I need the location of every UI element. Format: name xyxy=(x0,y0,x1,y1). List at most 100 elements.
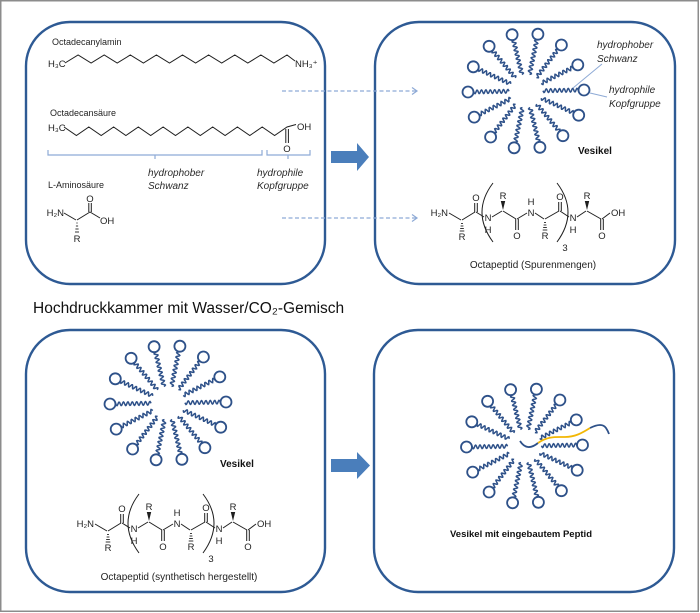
lipid xyxy=(540,438,589,452)
lipid xyxy=(540,58,585,86)
acid-carbonyl-oxygen: O xyxy=(283,144,290,155)
lipid xyxy=(126,415,158,456)
tail-annotation-line2: Schwanz xyxy=(597,54,638,65)
lipid xyxy=(539,452,584,477)
vesicle-with-peptide-label: Vesikel mit eingebautem Peptid xyxy=(450,529,592,540)
tail-region-label-line1: hydrophober xyxy=(148,168,205,179)
lipid-head xyxy=(213,370,227,384)
lipid-tail xyxy=(133,361,159,391)
head-annotation-line2: Kopfgruppe xyxy=(609,99,661,110)
bond xyxy=(516,212,528,220)
lipid xyxy=(169,418,189,466)
peptide-caption-synthetic: Octapeptid (synthetisch hergestellt) xyxy=(101,572,258,583)
lipid xyxy=(169,339,187,388)
lipid xyxy=(535,103,570,143)
peptide-end-segment xyxy=(519,440,539,448)
head-brace xyxy=(266,150,311,159)
lipid-tail xyxy=(169,351,181,388)
lipid xyxy=(184,395,233,409)
lipid xyxy=(527,106,547,154)
bottom-left-vesicle xyxy=(103,339,233,467)
repeat-bracket-close xyxy=(556,182,569,243)
lipid-head xyxy=(504,383,518,397)
lipid-tail xyxy=(177,415,203,445)
lipid-head xyxy=(103,397,117,411)
lipid-tail xyxy=(511,461,523,498)
section-title: Hochdruckkammer mit Wasser/CO₂-Gemisch xyxy=(33,300,344,317)
lipid xyxy=(147,340,167,388)
lipid xyxy=(484,103,516,144)
lipid-head xyxy=(530,382,543,396)
lipid-tail xyxy=(533,458,560,488)
atom-label: R xyxy=(188,542,195,553)
tail-brace xyxy=(47,150,263,159)
lipid-tail xyxy=(527,106,541,143)
bond xyxy=(534,212,545,220)
peptide-inserted-segment xyxy=(537,427,591,444)
lipid-tail xyxy=(526,461,540,498)
lipid xyxy=(109,408,154,436)
lipid xyxy=(536,38,568,79)
lipid xyxy=(182,409,228,434)
bond xyxy=(107,522,122,532)
lipid xyxy=(540,97,586,122)
atom-label: H xyxy=(174,508,181,519)
acid-carbon-chain xyxy=(63,124,297,137)
lipid xyxy=(504,383,523,431)
lipid xyxy=(149,418,167,467)
acid-hydroxyl: OH xyxy=(297,122,311,133)
lipid-head xyxy=(570,463,584,477)
atom-label: N xyxy=(528,208,535,219)
lipid-head xyxy=(569,413,583,427)
atom-label: O xyxy=(118,504,125,515)
lipid-tail xyxy=(535,103,561,133)
bond xyxy=(190,521,206,531)
head-region-label-line2: Kopfgruppe xyxy=(257,181,309,192)
lipid xyxy=(124,351,159,391)
atom-label: R xyxy=(584,191,591,202)
atom-label: H₂N xyxy=(77,519,95,530)
lipid xyxy=(182,370,227,398)
amine-label: Octadecanylamin xyxy=(52,37,122,47)
bond xyxy=(502,210,517,220)
bond xyxy=(576,210,587,218)
lipid-head xyxy=(507,141,521,155)
lipid-tail xyxy=(153,351,167,388)
bond xyxy=(137,521,149,529)
tail-region-label-line2: Schwanz xyxy=(148,181,189,192)
lipid-head xyxy=(461,85,475,99)
repeat-count: 3 xyxy=(562,243,567,254)
atom-label: N xyxy=(485,213,492,224)
lipid xyxy=(534,393,567,434)
lipid-head xyxy=(126,442,140,456)
lipid-head xyxy=(196,350,210,364)
bond xyxy=(247,523,257,531)
lipid xyxy=(533,458,568,498)
lipid-head xyxy=(467,110,481,124)
bond xyxy=(89,211,101,219)
atom-label: H xyxy=(570,225,577,236)
hashed-bond xyxy=(188,533,194,542)
lipid-head xyxy=(571,58,585,72)
lipid-tail xyxy=(534,403,558,434)
lipid xyxy=(178,350,210,391)
lipid-head xyxy=(173,339,187,353)
lipid-tail xyxy=(182,409,217,426)
atom-label: O xyxy=(244,542,251,553)
lipid-head xyxy=(484,130,498,144)
lipid xyxy=(460,440,509,454)
lipid xyxy=(506,461,523,510)
lipid xyxy=(466,451,510,479)
lipid-tail xyxy=(539,420,573,441)
repeat-bracket-open xyxy=(481,182,494,243)
atom-label: O xyxy=(159,542,166,553)
lipid xyxy=(526,461,545,509)
lipid-tail xyxy=(542,87,580,94)
top-left-molecules: Octadecanylamin H₃C NH₃⁺ Octadecansäure … xyxy=(47,37,318,245)
atom-label: H xyxy=(216,536,223,547)
dashed-arrow-fatty-acids xyxy=(282,87,419,95)
hashed-bond xyxy=(105,534,111,543)
lipid xyxy=(103,397,152,411)
bond xyxy=(586,210,602,220)
